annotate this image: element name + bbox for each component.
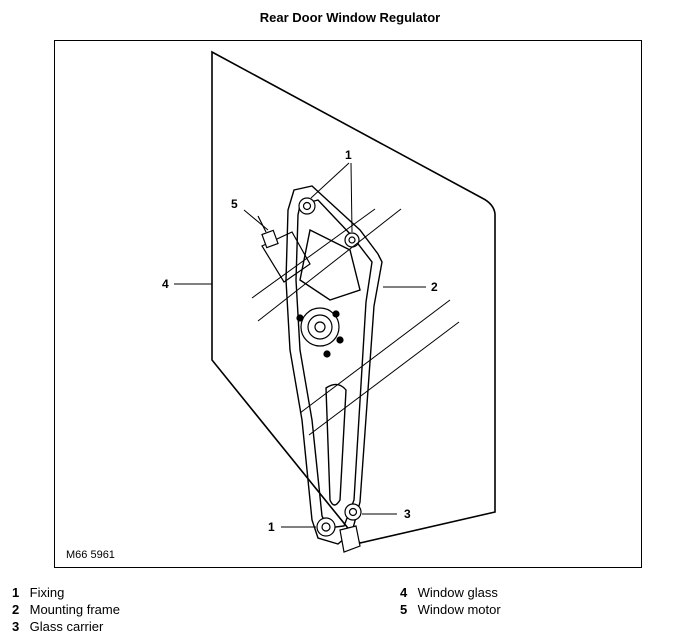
- regulator-illustration: 1 5 4 2 1 3: [162, 50, 496, 553]
- figure-code: M66 5961: [66, 549, 115, 561]
- callout-5: 5: [231, 197, 238, 211]
- legend-label: Mounting frame: [29, 602, 120, 617]
- section-lines: [251, 208, 460, 436]
- fixing-top-left: [298, 197, 316, 215]
- legend-number: 4: [400, 585, 408, 600]
- legend-item: 1 Fixing: [12, 584, 120, 601]
- legend-label: Fixing: [29, 585, 65, 600]
- legend-label: Window motor: [417, 602, 501, 617]
- fixing-bottom: [316, 517, 336, 537]
- callout-4: 4: [162, 277, 169, 291]
- legend-label: Glass carrier: [29, 619, 104, 634]
- callout-1-bottom: 1: [268, 520, 275, 534]
- pulley: [296, 307, 344, 358]
- legend-item: 2 Mounting frame: [12, 601, 120, 618]
- legend-right: 4 Window glass 5 Window motor: [400, 584, 501, 618]
- legend-number: 5: [400, 602, 408, 617]
- callout-1-top: 1: [345, 148, 352, 162]
- legend-left: 1 Fixing 2 Mounting frame 3 Glass carrie…: [12, 584, 120, 635]
- window-glass-outline: [211, 50, 496, 544]
- legend-number: 2: [12, 602, 20, 617]
- callout-3: 3: [404, 507, 411, 521]
- legend-item: 5 Window motor: [400, 601, 501, 618]
- legend-number: 1: [12, 585, 20, 600]
- legend-item: 4 Window glass: [400, 584, 501, 601]
- figure-frame: [54, 40, 642, 568]
- callout-2: 2: [431, 280, 438, 294]
- legend-number: 3: [12, 619, 20, 634]
- mounting-frame: [285, 185, 383, 545]
- fixing-top-right: [344, 232, 360, 248]
- diagram-title: Rear Door Window Regulator: [259, 10, 441, 25]
- legend-item: 3 Glass carrier: [12, 618, 120, 635]
- glass-carrier: [339, 503, 362, 553]
- leader-lines: [174, 162, 426, 528]
- legend-label: Window glass: [417, 585, 498, 600]
